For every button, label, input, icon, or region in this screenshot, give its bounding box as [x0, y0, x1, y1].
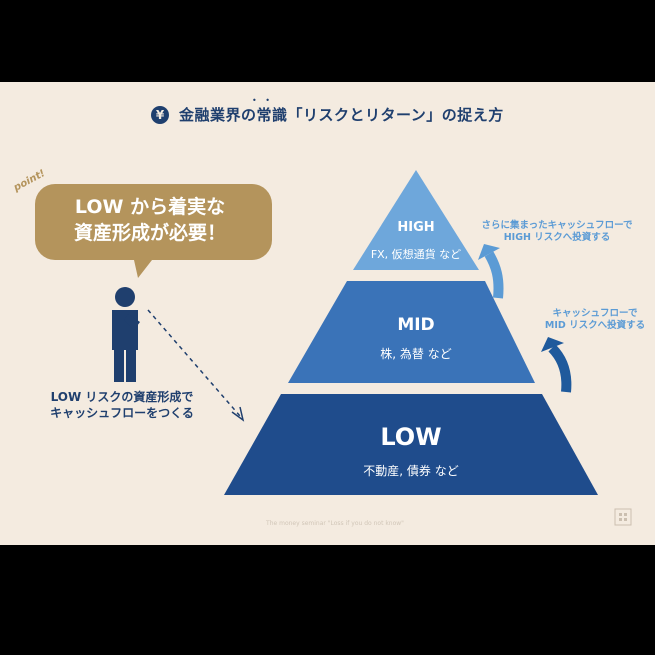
yen-icon: ¥ [151, 106, 170, 124]
person-caption: LOW リスクの資産形成で キャッシュフローをつくる [34, 389, 210, 421]
page-title: ¥ 金融業界の常識「リスクとリターン」の捉え方 [0, 104, 655, 125]
emphasis-dots: • • [252, 96, 273, 105]
caption-line-2: キャッシュフローをつくる [50, 406, 194, 420]
footer-text: The money seminar "Loss if you do not kn… [266, 520, 404, 527]
speech-line-1: LOW から着実な [74, 196, 226, 218]
thinking-person-icon [112, 287, 140, 382]
pyramid-tier-low [224, 394, 598, 495]
note-high: さらに集まったキャッシュフローで HIGH リスクへ投資する [477, 220, 637, 244]
diagram-graphics [35, 170, 598, 495]
curved-arrow-high-head [478, 244, 500, 260]
caption-line-1: LOW リスクの資産形成で [50, 390, 194, 404]
note-mid-line-1: キャッシュフローで [552, 308, 638, 319]
speech-bubble [35, 184, 272, 278]
speech-text: LOW から着実な 資産形成が必要！ [38, 194, 262, 246]
slide: • • ¥ 金融業界の常識「リスクとリターン」の捉え方 point! LOW か… [0, 82, 655, 545]
tier-low-label: LOW [380, 423, 442, 451]
curved-arrow-mid-head [541, 337, 564, 352]
pyramid-tier-mid [288, 281, 535, 383]
curved-arrow-mid [548, 344, 572, 393]
title-text: 金融業界の常識「リスクとリターン」の捉え方 [178, 106, 504, 124]
pyramid-tier-high [353, 170, 479, 270]
tier-high-examples: FX, 仮想通貨 など [370, 248, 462, 261]
note-high-line-2: HIGH リスクへ投資する [503, 232, 611, 243]
dashed-arrow-head [231, 406, 245, 422]
note-mid-line-2: MID リスクへ投資する [544, 320, 646, 331]
note-mid: キャッシュフローで MID リスクへ投資する [540, 308, 650, 332]
corner-grid-icon [614, 508, 632, 526]
note-high-line-1: さらに集まったキャッシュフローで [481, 220, 633, 231]
tier-high-label: HIGH [397, 220, 435, 235]
tier-low-examples: 不動産, 債券 など [363, 464, 459, 478]
curved-arrow-high [484, 251, 504, 299]
speech-line-2: 資産形成が必要！ [73, 222, 226, 244]
tier-mid-label: MID [397, 315, 435, 335]
tier-mid-examples: 株, 為替 など [380, 347, 452, 361]
